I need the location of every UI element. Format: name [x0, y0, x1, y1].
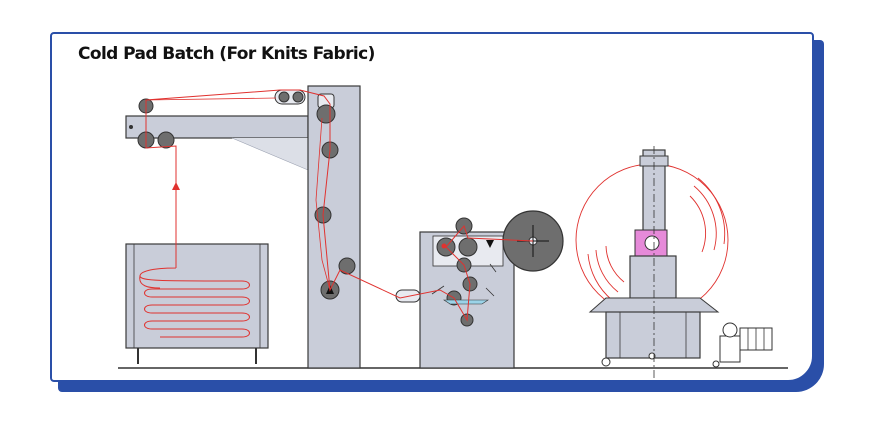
column-roller-4 — [338, 257, 356, 275]
padder-trough — [443, 299, 489, 305]
tension-roller-unit — [274, 89, 306, 105]
padder-top-mark — [486, 240, 494, 248]
fabric-truck — [125, 243, 269, 364]
folded-fabric — [139, 188, 250, 338]
padder-nip-right — [458, 237, 478, 257]
feeding-frame — [125, 85, 361, 369]
beam-roller-right — [157, 131, 175, 149]
fabric-column-return — [315, 117, 331, 291]
padder-red-dot — [441, 243, 447, 249]
fabric-return — [145, 97, 277, 101]
drive-motor — [712, 322, 773, 368]
column-roller-1 — [316, 104, 336, 124]
page-title: Cold Pad Batch (For Knits Fabric) — [78, 44, 375, 64]
batching-stand — [588, 149, 720, 367]
